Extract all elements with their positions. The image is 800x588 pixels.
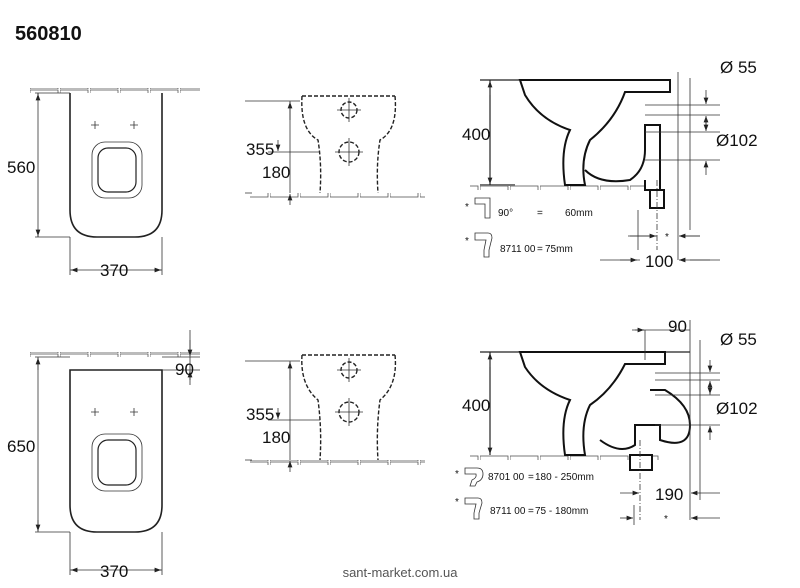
- bottom-offset-star: *: [664, 514, 668, 525]
- bottom-side-wall-label: 90: [668, 317, 687, 336]
- bottom-offset-label: 190: [655, 485, 683, 504]
- bottom-plan-width-label: 370: [100, 562, 128, 581]
- fitting-text: *: [455, 497, 459, 508]
- offset-fitting-icon: [464, 497, 483, 520]
- top-fitting-list: * 90° = 60mm * 8711 00 = 75mm: [465, 197, 593, 258]
- fitting-text: =: [528, 472, 534, 483]
- top-plan-width-label: 370: [100, 261, 128, 280]
- fitting-text: *: [465, 202, 469, 213]
- top-dia-small-label: Ø 55: [720, 58, 757, 77]
- bottom-front-height-label: 355: [246, 405, 274, 424]
- top-side-height-label: 400: [462, 125, 490, 144]
- fitting-text: 8701 00: [488, 472, 525, 483]
- offset-fitting-icon: [474, 232, 493, 258]
- top-front-view: [245, 95, 425, 205]
- top-plan-view: [30, 88, 200, 275]
- elbow-fitting-icon: [474, 197, 491, 219]
- fitting-text: 8711 00: [500, 244, 536, 255]
- fitting-item: * 8701 00 = 180 - 250mm: [455, 467, 594, 487]
- fitting-item: * 8711 00 = 75 - 180mm: [455, 497, 588, 520]
- bottom-dia-small-label: Ø 55: [720, 330, 757, 349]
- model-number: 560810: [15, 23, 82, 45]
- top-plan-depth-label: 560: [7, 158, 35, 177]
- fitting-text: 75 - 180mm: [535, 506, 588, 517]
- bottom-side-view: [470, 320, 720, 525]
- top-dia-large-label: Ø102: [716, 131, 758, 150]
- top-side-view: [470, 72, 720, 263]
- top-offset-label: 100: [645, 252, 673, 271]
- top-front-height-label: 355: [246, 140, 274, 159]
- fitting-item: * 8711 00 = 75mm: [465, 232, 573, 258]
- bottom-front-view: [245, 354, 425, 472]
- bottom-plan-view: [30, 330, 200, 575]
- bottom-side-height-label: 400: [462, 396, 490, 415]
- fitting-item: * 90° = 60mm: [465, 197, 593, 219]
- fitting-text: =: [528, 506, 534, 517]
- fitting-text: 8711 00: [490, 506, 526, 517]
- top-offset-star: *: [665, 232, 669, 243]
- bottom-plan-depth-label: 650: [7, 437, 35, 456]
- fitting-text: *: [465, 236, 469, 247]
- fitting-text: 60mm: [565, 208, 593, 219]
- fitting-text: *: [455, 469, 459, 480]
- source-link[interactable]: sant-market.com.ua: [342, 565, 458, 580]
- fitting-text: 180 - 250mm: [535, 472, 594, 483]
- swan-neck-fitting-icon: [464, 467, 484, 487]
- bottom-fitting-list: * 8701 00 = 180 - 250mm * 8711 00 = 75 -…: [455, 467, 594, 520]
- fitting-text: 90°: [498, 208, 513, 219]
- fitting-text: 75mm: [545, 244, 573, 255]
- fitting-text: =: [537, 244, 543, 255]
- bottom-front-inlet-label: 180: [262, 428, 290, 447]
- bottom-plan-wall-label: 90: [175, 360, 194, 379]
- fitting-text: =: [537, 208, 543, 219]
- top-front-inlet-label: 180: [262, 163, 290, 182]
- bottom-dia-large-label: Ø102: [716, 399, 758, 418]
